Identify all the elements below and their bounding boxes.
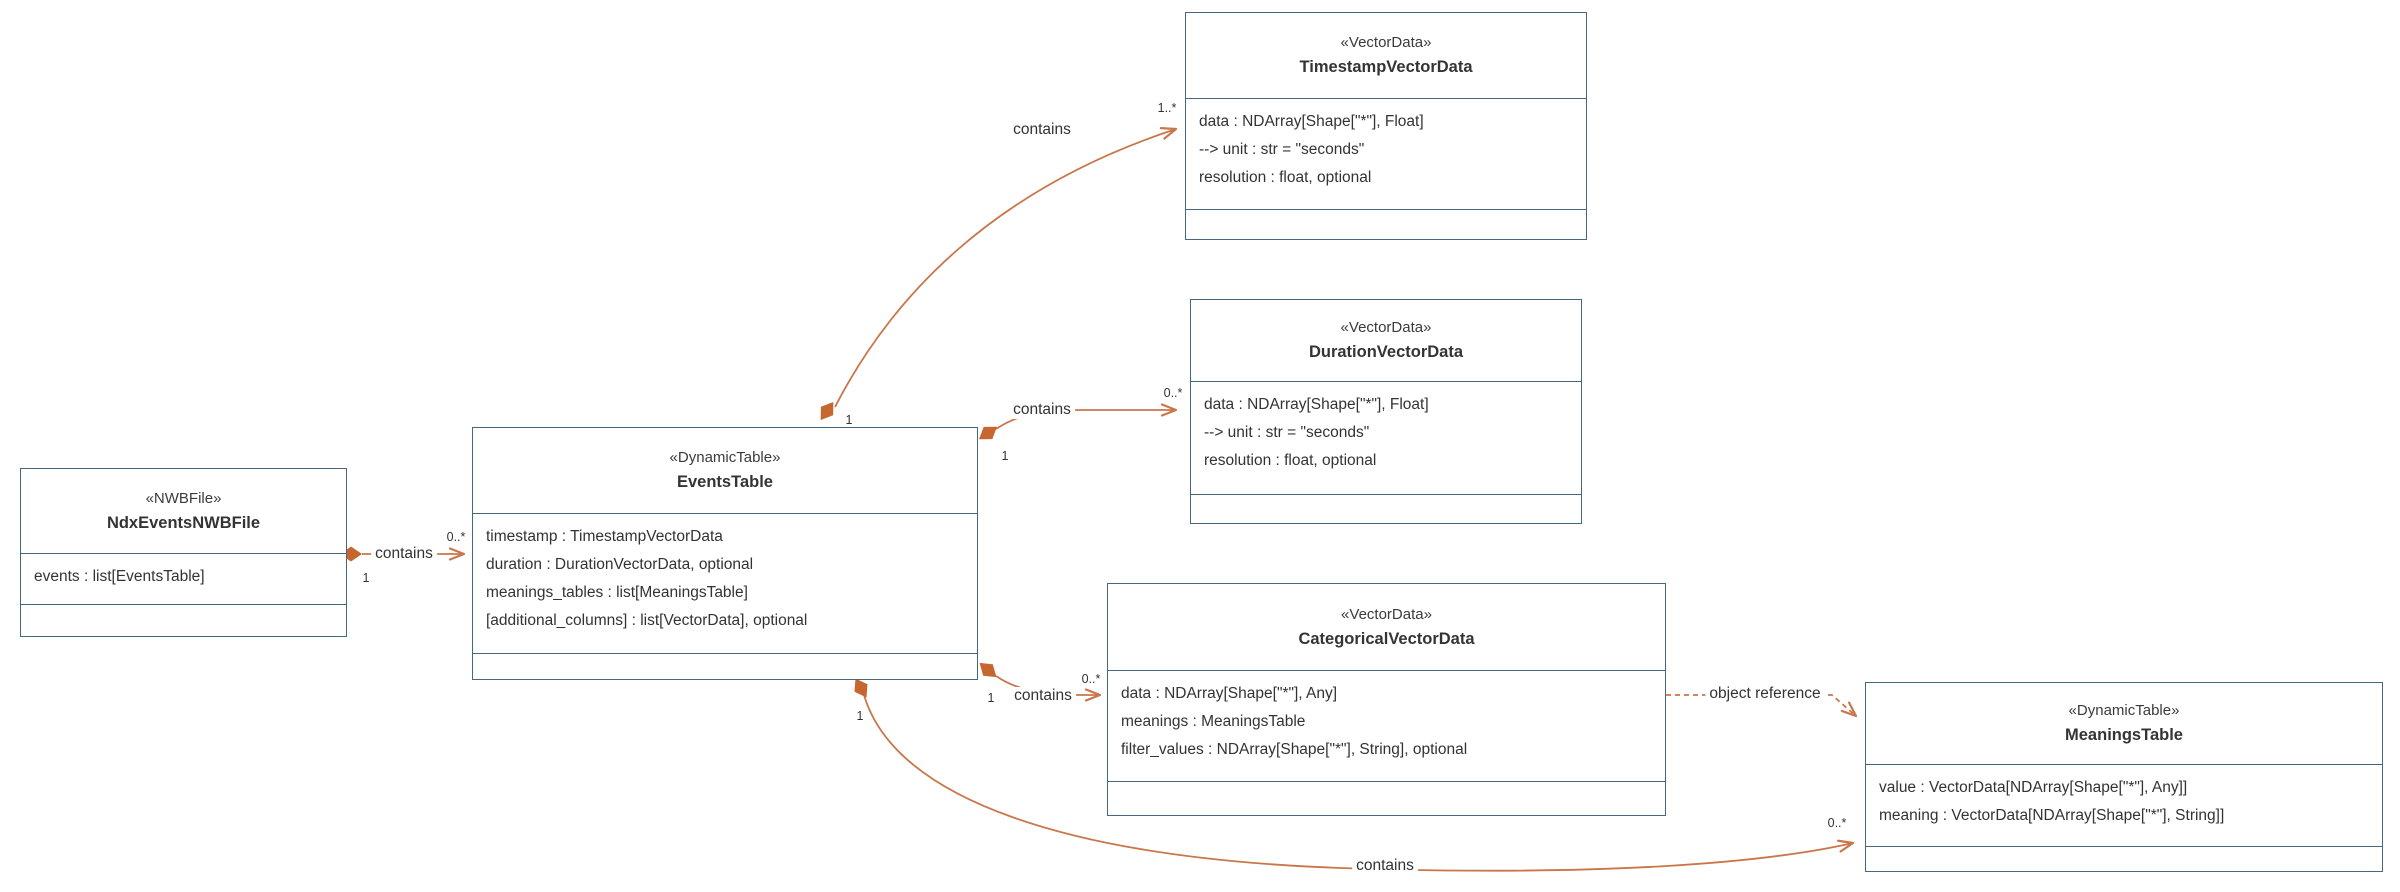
class-footer-compartment (1866, 846, 2382, 871)
class-stereotype: «DynamicTable» (2068, 702, 2180, 719)
class-stereotype: «VectorData» (1340, 319, 1432, 336)
class-name: CategoricalVectorData (1298, 629, 1475, 648)
class-attribute: data : NDArray[Shape["*"], Float] (1204, 396, 1429, 413)
class-attribute: --> unit : str = "seconds" (1204, 424, 1370, 441)
multiplicity-label: 1..* (1157, 101, 1177, 115)
class-attributes: value : VectorData[NDArray[Shape["*"], A… (1866, 764, 2382, 846)
class-box-timestamp-vector-data: «VectorData» TimestampVectorData data : … (1185, 12, 1587, 240)
class-box-meanings-table: «DynamicTable» MeaningsTable value : Vec… (1865, 682, 2383, 872)
class-header: «VectorData» CategoricalVectorData (1108, 584, 1665, 670)
class-stereotype: «VectorData» (1341, 605, 1432, 623)
class-stereotype: «DynamicTable» (669, 449, 781, 466)
class-attribute: events : list[EventsTable] (34, 568, 205, 585)
class-name: MeaningsTable (2065, 726, 2183, 744)
class-name: TimestampVectorData (1299, 58, 1473, 76)
aggregation-diamond (978, 426, 998, 440)
class-attributes: events : list[EventsTable] (21, 553, 346, 604)
multiplicity-label: 1 (856, 709, 864, 723)
class-attribute: filter_values : NDArray[Shape["*"], Stri… (1121, 741, 1468, 758)
class-attribute: meanings : MeaningsTable (1121, 713, 1306, 730)
relationship-label-contains: contains (1010, 687, 1076, 705)
line-contains-eventstable-timestamp (834, 127, 1178, 408)
multiplicity-label: 1 (987, 691, 995, 705)
class-header: «NWBFile» NdxEventsNWBFile (21, 469, 346, 553)
class-attributes: data : NDArray[Shape["*"], Float] --> un… (1186, 98, 1586, 209)
class-footer-compartment (1191, 494, 1581, 523)
class-box-ndx-events-nwb-file: «NWBFile» NdxEventsNWBFile events : list… (20, 468, 347, 637)
class-footer-compartment (473, 653, 977, 679)
class-header: «VectorData» TimestampVectorData (1186, 13, 1586, 98)
class-attribute: [additional_columns] : list[VectorData],… (486, 612, 808, 629)
class-attributes: timestamp : TimestampVectorData duration… (473, 513, 977, 653)
class-attribute: value : VectorData[NDArray[Shape["*"], A… (1879, 779, 2188, 796)
relationship-label-contains: contains (1009, 401, 1075, 419)
relationship-label-contains: contains (1009, 121, 1075, 139)
class-header: «VectorData» DurationVectorData (1191, 300, 1581, 381)
class-attribute: data : NDArray[Shape["*"], Any] (1121, 685, 1338, 702)
class-attribute: meaning : VectorData[NDArray[Shape["*"],… (1879, 807, 2225, 824)
aggregation-diamond (979, 662, 997, 678)
class-stereotype: «VectorData» (1340, 34, 1432, 51)
class-name: DurationVectorData (1308, 343, 1464, 361)
class-attribute: duration : DurationVectorData, optional (486, 556, 754, 573)
class-header: «DynamicTable» MeaningsTable (1866, 683, 2382, 764)
aggregation-diamond (820, 401, 834, 421)
class-attributes: data : NDArray[Shape["*"], Any] meanings… (1108, 670, 1665, 781)
multiplicity-label: 0..* (446, 530, 466, 544)
class-footer-compartment (1186, 209, 1586, 239)
multiplicity-label: 0..* (1827, 816, 1847, 830)
multiplicity-label: 1 (845, 413, 853, 427)
multiplicity-label: 1 (1001, 449, 1009, 463)
class-name: NdxEventsNWBFile (106, 513, 261, 532)
class-attributes: data : NDArray[Shape["*"], Float] --> un… (1191, 381, 1581, 494)
class-name: EventsTable (677, 473, 773, 491)
multiplicity-label: 0..* (1081, 672, 1101, 686)
class-attribute: resolution : float, optional (1199, 169, 1372, 186)
class-attribute: resolution : float, optional (1204, 452, 1377, 469)
relationship-label-contains: contains (1352, 857, 1418, 875)
class-box-duration-vector-data: «VectorData» DurationVectorData data : N… (1190, 299, 1582, 524)
multiplicity-label: 1 (362, 571, 370, 585)
class-attribute: data : NDArray[Shape["*"], Float] (1199, 113, 1424, 130)
class-attribute: timestamp : TimestampVectorData (486, 528, 723, 545)
class-attribute: --> unit : str = "seconds" (1199, 141, 1365, 158)
class-box-events-table: «DynamicTable» EventsTable timestamp : T… (472, 427, 978, 680)
multiplicity-label: 0..* (1163, 386, 1183, 400)
class-stereotype: «NWBFile» (145, 489, 222, 507)
class-box-categorical-vector-data: «VectorData» CategoricalVectorData data … (1107, 583, 1666, 816)
relationship-label-object-reference: object reference (1705, 685, 1825, 703)
class-header: «DynamicTable» EventsTable (473, 428, 977, 513)
class-attribute: meanings_tables : list[MeaningsTable] (486, 584, 748, 601)
relationship-label-contains: contains (371, 545, 437, 563)
class-footer-compartment (21, 604, 346, 636)
class-footer-compartment (1108, 781, 1665, 815)
